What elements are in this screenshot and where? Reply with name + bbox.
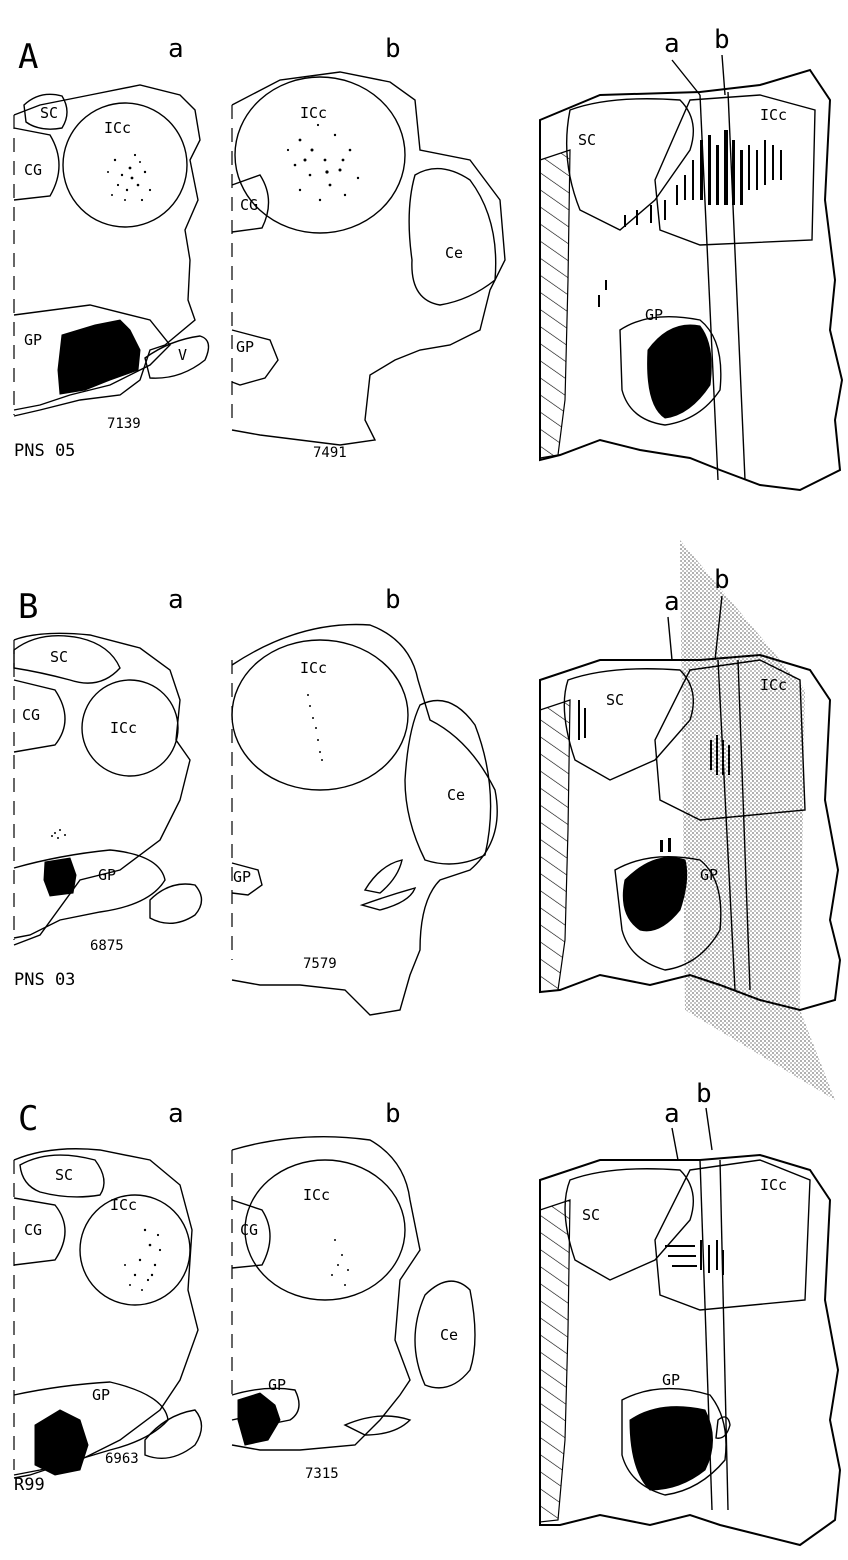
sc-schematic: [567, 99, 694, 230]
icc-b-outline: [235, 77, 405, 233]
gp-b-label: GP: [268, 1376, 286, 1394]
ce-label: Ce: [440, 1326, 458, 1344]
panel-b-section-a-number: 6875: [90, 938, 124, 954]
gp-lesion: [58, 320, 140, 394]
v-label: V: [178, 346, 187, 364]
panel-a-col-b-label: b: [385, 34, 401, 64]
icc-label: ICc: [104, 119, 131, 137]
sc-schematic: [564, 669, 693, 780]
panel-b-schematic-b-label: b: [714, 565, 730, 595]
panel-b-schematic-a-label: a: [664, 587, 680, 617]
icc-label: ICc: [110, 719, 137, 737]
gp-label: GP: [98, 866, 116, 884]
panel-c-section-a: SC ICc CG GP 6963 R99: [14, 1149, 202, 1495]
icc-label: ICc: [110, 1196, 137, 1214]
sc-label: SC: [50, 648, 68, 666]
panel-c-schematic-b-label: b: [696, 1079, 712, 1109]
panel-a-col-a-label: a: [168, 34, 184, 64]
panel-c-col-a-label: a: [168, 1099, 184, 1129]
sc-schematic-label: SC: [578, 131, 596, 149]
panel-c-letter: C: [18, 1099, 38, 1139]
gp-b-lesion: [238, 1393, 280, 1445]
gp-schematic-label: GP: [662, 1371, 680, 1389]
panel-c-schematic: a b SC ICc GP: [540, 1079, 840, 1545]
panel-c: C a b SC ICc CG GP 6963 R99: [14, 1079, 840, 1545]
gp-b-label: GP: [233, 868, 251, 886]
panel-b-section-b-number: 7579: [303, 956, 337, 972]
icc-b-label: ICc: [303, 1186, 330, 1204]
v-outline: [145, 336, 209, 378]
gp-b-label: GP: [236, 338, 254, 356]
sc-label: SC: [55, 1166, 73, 1184]
cg-label: CG: [24, 1221, 42, 1239]
panel-c-col-b-label: b: [385, 1099, 401, 1129]
panel-c-case-id: R99: [14, 1475, 45, 1495]
icc-schematic-label: ICc: [760, 106, 787, 124]
panel-b-col-a-label: a: [168, 585, 184, 615]
panel-b-letter: B: [18, 587, 38, 627]
sc-schematic-label: SC: [606, 691, 624, 709]
panel-b-section-b: ICc Ce GP 7579: [232, 625, 497, 1016]
panel-a-letter: A: [18, 37, 38, 77]
ce-label: Ce: [445, 244, 463, 262]
ce-outline: [409, 169, 496, 305]
cg-b-label: CG: [240, 1221, 258, 1239]
icc-schematic-label: ICc: [760, 1176, 787, 1194]
panel-a-section-a: SC ICc CG GP V 7139 PNS 05: [14, 85, 209, 461]
gp-schematic-label: GP: [700, 866, 718, 884]
gp-schematic-lesion: [648, 325, 712, 418]
panel-c-section-b: ICc CG Ce GP 7315: [232, 1137, 475, 1482]
panel-b: B a b SC ICc CG GP 6875 PNS 03: [14, 540, 840, 1100]
panel-b-schematic: a b SC ICc GP: [540, 540, 840, 1100]
panel-a: A a b SC ICc CG GP V 7139: [14, 25, 842, 490]
cg-b-label: CG: [240, 196, 258, 214]
panel-b-col-b-label: b: [385, 585, 401, 615]
gp-schematic-lesion: [630, 1407, 713, 1490]
gp-label: GP: [92, 1386, 110, 1404]
cg-label: CG: [22, 706, 40, 724]
panel-b-case-id: PNS 03: [14, 970, 75, 990]
sc-label: SC: [40, 104, 58, 122]
panel-c-section-a-number: 6963: [105, 1451, 139, 1467]
cg-label: CG: [24, 161, 42, 179]
gp-schematic-label: GP: [645, 306, 663, 324]
icc-schematic-label: ICc: [760, 676, 787, 694]
panel-c-section-b-number: 7315: [305, 1466, 339, 1482]
icc-b-label: ICc: [300, 104, 327, 122]
ce-label: Ce: [447, 786, 465, 804]
gp-lesion: [35, 1410, 88, 1475]
gp-lesion: [44, 858, 76, 896]
sc-schematic-label: SC: [582, 1206, 600, 1224]
panel-a-schematic-b-label: b: [714, 25, 730, 55]
panel-c-schematic-a-label: a: [664, 1099, 680, 1129]
sc-schematic: [565, 1169, 693, 1280]
gp-label: GP: [24, 331, 42, 349]
panel-b-section-a: SC ICc CG GP 6875 PNS 03: [14, 633, 202, 990]
panel-a-section-b: ICc CG Ce GP 7491: [232, 72, 505, 461]
panel-a-section-b-number: 7491: [313, 445, 347, 461]
icc-b-label: ICc: [300, 659, 327, 677]
ce-outline: [405, 701, 491, 865]
panel-a-section-a-number: 7139: [107, 416, 141, 432]
gp-schematic-lesion: [623, 858, 686, 931]
panel-a-case-id: PNS 05: [14, 441, 75, 461]
panel-a-schematic-a-label: a: [664, 29, 680, 59]
panel-a-schematic: a b SC ICc: [540, 25, 842, 490]
